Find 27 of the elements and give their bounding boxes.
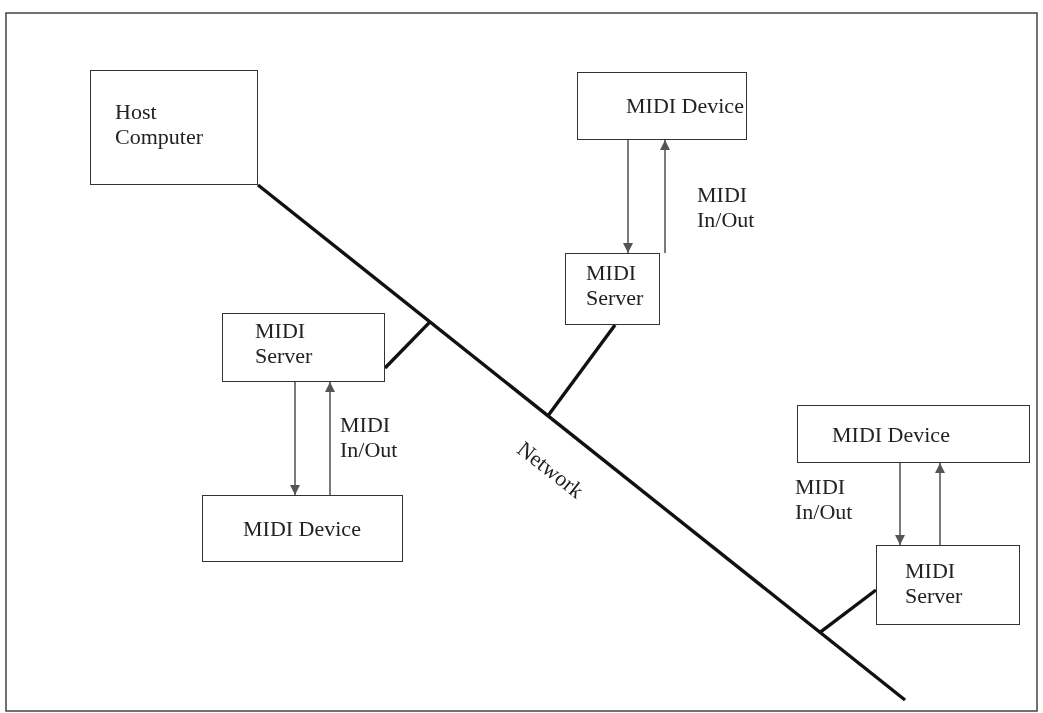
arrow <box>895 462 905 546</box>
process-box <box>222 313 385 382</box>
network-line <box>383 320 432 370</box>
node-label: MIDI Server <box>905 558 964 608</box>
edge-label: MIDI In/Out <box>697 182 756 232</box>
arrow <box>623 139 633 254</box>
node-label: MIDI Server <box>255 318 314 368</box>
arrow <box>935 462 945 546</box>
edge-label: MIDI In/Out <box>340 412 399 462</box>
network-line <box>818 588 878 634</box>
node-label: MIDI Server <box>586 260 645 310</box>
process-box <box>202 495 403 562</box>
network-line <box>256 183 907 702</box>
process-box <box>876 545 1020 625</box>
edge-label: MIDI In/Out <box>795 474 854 524</box>
process-box <box>797 405 1030 463</box>
node-label: Host Computer <box>115 99 204 149</box>
node-label: MIDI Device <box>626 93 745 118</box>
arrow <box>290 381 300 496</box>
node-label: MIDI Device <box>832 422 951 447</box>
network-line <box>546 324 617 417</box>
node-label: MIDI Device <box>243 516 362 541</box>
process-box <box>577 72 747 140</box>
process-box <box>90 70 258 185</box>
arrow <box>325 381 335 496</box>
process-box <box>565 253 660 325</box>
arrow <box>660 139 670 254</box>
